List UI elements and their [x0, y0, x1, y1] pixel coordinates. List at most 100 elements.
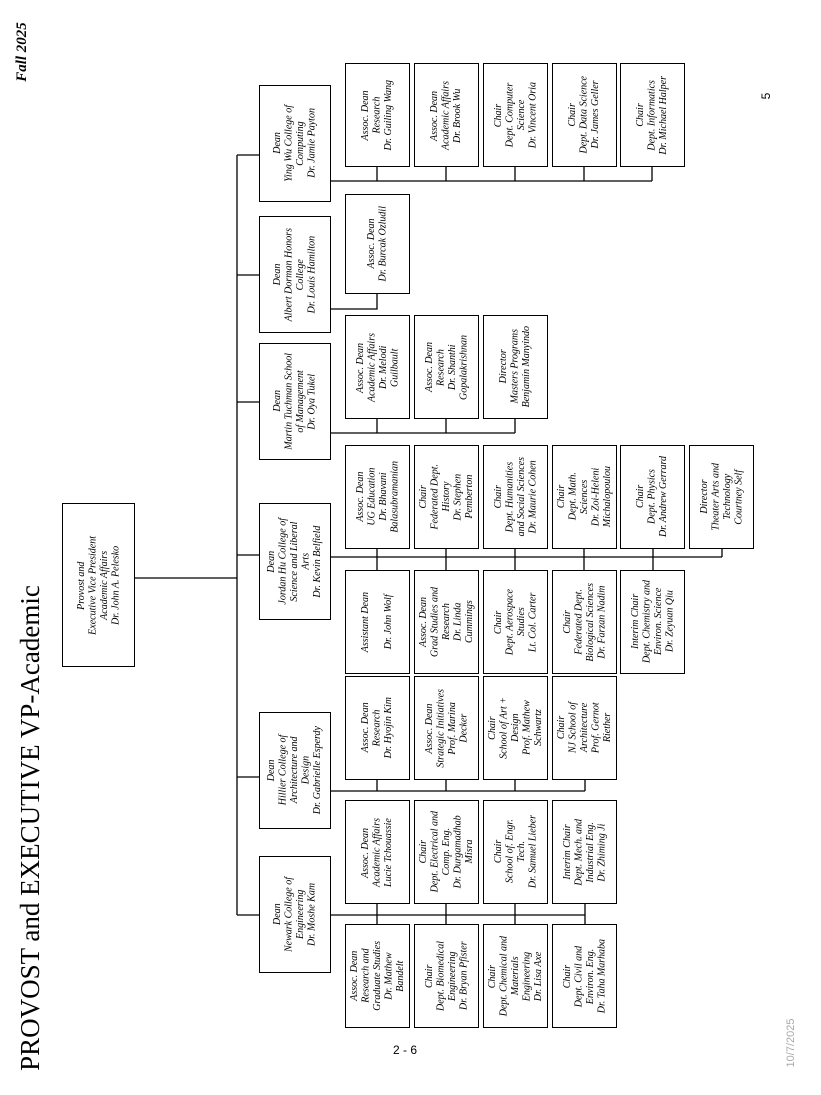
box-line: Tech. — [515, 841, 527, 863]
box-line: Jordan Hu College of — [277, 518, 289, 605]
box-line: Chair — [555, 716, 567, 740]
box-line: Chair — [492, 485, 504, 509]
box-line: Environ. Science — [652, 588, 664, 656]
box-line: Dr. Shanthi — [446, 344, 458, 390]
box-line: Dr. Kevin Belfield — [312, 525, 324, 598]
box-line: Bandelt — [394, 960, 406, 992]
box-line: Chair — [417, 840, 429, 864]
box-line: Cummings — [463, 600, 475, 644]
box-line: Prof. Marina — [446, 701, 458, 755]
box-line: Assoc. Dean — [360, 827, 372, 877]
box-line: Dept. Civil and — [573, 945, 584, 1007]
box-line: Biological Sciences — [584, 582, 596, 662]
box-line: Dr. Linda — [452, 602, 464, 642]
box-line: Ying Wu College of — [283, 105, 295, 182]
box-line: Theater Arts and — [710, 463, 721, 531]
box-line: Dr. Maurie Cohen — [527, 460, 538, 534]
box-line: Newark College of — [283, 877, 295, 952]
box-line: Dean — [272, 132, 283, 155]
box-line: Dr. Bhavani — [377, 472, 389, 522]
box-line: Assoc. Dean — [423, 703, 435, 753]
box-line: College — [295, 258, 306, 291]
box-line: Dr. Stephen — [452, 473, 464, 521]
box-line: Research — [371, 709, 383, 747]
box-line: Academic Affairs — [371, 817, 383, 887]
box-line: Studies — [515, 607, 527, 637]
box-line: Decker — [458, 713, 469, 743]
box-line: Lt. Col. Carter — [527, 592, 538, 652]
box-line: Assoc. Dean — [417, 597, 429, 647]
box-line: Science — [515, 99, 527, 131]
box-line: Assoc. Dean — [366, 219, 377, 269]
box-line: Assoc. Dean — [360, 90, 372, 140]
box-line: Dept. Mech. and — [573, 818, 584, 886]
box-line: Architecture and — [289, 737, 301, 804]
box-line: Chair — [567, 103, 579, 127]
box-line: Dept. Physics — [646, 469, 658, 525]
box-line: Martin Tuchman School — [283, 353, 295, 450]
box-line: Science and Liberal — [289, 521, 301, 602]
box-line: Federated Dept. — [429, 464, 441, 530]
box-line: Dr. Lisa Axe — [532, 951, 544, 1001]
box-line: Interim Chair — [561, 824, 573, 880]
box-line: Chair — [492, 103, 504, 127]
box-line: History — [440, 482, 452, 512]
box-line: Assoc. Dean — [354, 472, 366, 522]
box-line: Comp. Eng. — [440, 828, 452, 876]
box-line: Technology — [721, 474, 733, 520]
box-line: Dr. Michael Halper — [658, 75, 670, 155]
box-line: Provost and — [75, 560, 87, 610]
box-line: Dean — [272, 390, 283, 413]
box-line: Misra — [463, 840, 475, 864]
box-line: Assistant Dean — [360, 591, 372, 653]
box-line: Dr. Andrew Gerrard — [658, 456, 670, 538]
box-line: Pemberton — [463, 475, 475, 519]
box-line: Arts — [300, 553, 312, 570]
box-line: Dept. Data Science — [578, 76, 590, 154]
box-line: School of. Engr. — [504, 820, 515, 884]
box-line: Dr. James Geller — [590, 80, 602, 150]
box-line: Chair — [635, 103, 647, 127]
box-line: Dr. Burcak Ozludil — [377, 206, 389, 282]
box-line: Director — [698, 479, 710, 515]
box-text: Assistant Dean Dr. John Wolf — [360, 592, 395, 652]
sheet-number: 2 - 6 — [392, 1043, 417, 1057]
box-line: Dept. Chemistry and — [641, 580, 652, 664]
box-line: Dean — [272, 903, 283, 926]
box-line: Dr. John A. Pelesko — [110, 545, 121, 625]
box-line: Balasubramanian — [389, 461, 400, 533]
